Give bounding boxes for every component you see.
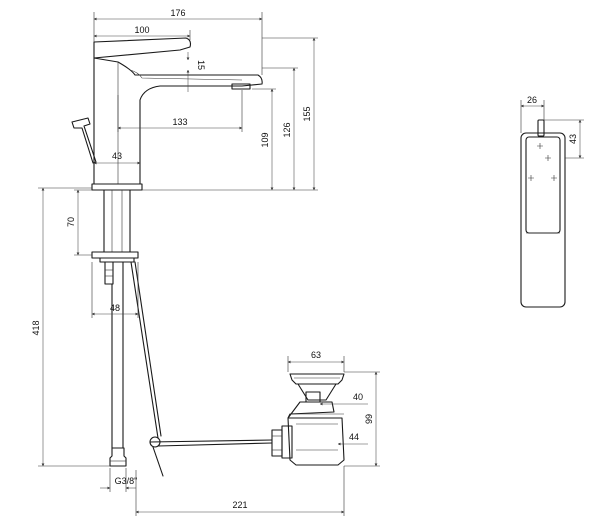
- dim-63: 63: [311, 350, 321, 360]
- dim-44: 44: [349, 432, 359, 442]
- mounting-assembly: [91, 189, 273, 477]
- dim-100: 100: [134, 25, 149, 35]
- dim-109: 109: [260, 132, 270, 147]
- handle-tab: [537, 119, 545, 137]
- dim-48: 48: [110, 303, 120, 313]
- dimensions-layer: 176 100 15 133 43 109 126 155: [31, 8, 584, 516]
- pop-up-waste: [271, 373, 345, 466]
- waste-body: [287, 401, 345, 466]
- dim-176: 176: [170, 8, 185, 18]
- dim-418: 418: [31, 320, 41, 335]
- dim-155: 155: [302, 106, 312, 121]
- fixing-nut: [104, 261, 114, 285]
- dim-126: 126: [282, 122, 292, 137]
- handle-body: [520, 132, 566, 308]
- rod-nut: [271, 429, 283, 457]
- dim-26: 26: [527, 95, 537, 105]
- fixing-plate: [91, 251, 139, 259]
- base-plate: [91, 183, 143, 191]
- dim-133: 133: [172, 117, 187, 127]
- faucet-side-view: [71, 37, 263, 191]
- pull-rod-knob: [71, 117, 97, 164]
- handle-side-view: [520, 119, 566, 308]
- dim-15: 15: [196, 60, 206, 70]
- aerator: [231, 83, 251, 90]
- hose-connector: [109, 447, 127, 467]
- dim-40: 40: [353, 392, 363, 402]
- dim-43-side: 43: [568, 134, 578, 144]
- dim-221: 221: [232, 500, 247, 510]
- dim-thread: G3/8": [115, 476, 138, 486]
- dim-43-body: 43: [112, 151, 122, 161]
- waste-flange: [289, 373, 345, 385]
- dim-99: 99: [364, 414, 374, 424]
- handle-lever: [93, 37, 192, 59]
- dim-70: 70: [66, 217, 76, 227]
- spout: [93, 57, 263, 185]
